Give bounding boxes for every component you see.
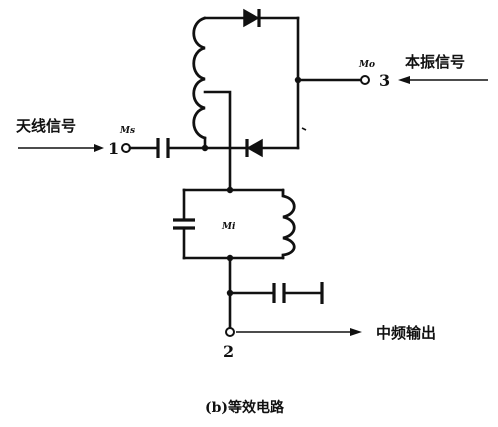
terminal-2-number: 2 xyxy=(223,342,234,361)
terminal-1-node-label: Ms xyxy=(119,126,135,136)
tick-mark xyxy=(301,127,307,131)
coil-tap-wire xyxy=(203,90,232,192)
if-output: 2 中频输出 xyxy=(223,256,436,361)
terminal-1-number: 1 xyxy=(108,139,119,158)
terminal-3-node-label: Mo xyxy=(358,60,375,70)
output-label: 中频输出 xyxy=(376,324,436,342)
if-tank: Mi xyxy=(173,188,296,262)
output-arrow-icon xyxy=(350,328,362,336)
tank-label: Mi xyxy=(221,222,236,232)
lo-arrow-icon xyxy=(398,76,410,84)
terminal-3-icon xyxy=(360,75,370,85)
antenna-input: 天线信号 1 Ms xyxy=(16,117,207,158)
mixer-section xyxy=(192,8,307,194)
input-coil xyxy=(192,16,207,140)
top-diode-icon xyxy=(243,8,260,28)
terminal-3-number: 3 xyxy=(379,71,390,90)
tank-coil xyxy=(281,188,296,260)
terminal-2-icon xyxy=(225,327,235,337)
antenna-label: 天线信号 xyxy=(16,117,76,135)
antenna-arrow-icon xyxy=(94,144,104,152)
local-oscillator-input: Mo 3 本振信号 xyxy=(296,53,488,90)
figure-caption: (b)等效电路 xyxy=(205,399,285,416)
local-osc-label: 本振信号 xyxy=(405,53,465,71)
bottom-diode-icon xyxy=(246,138,263,158)
